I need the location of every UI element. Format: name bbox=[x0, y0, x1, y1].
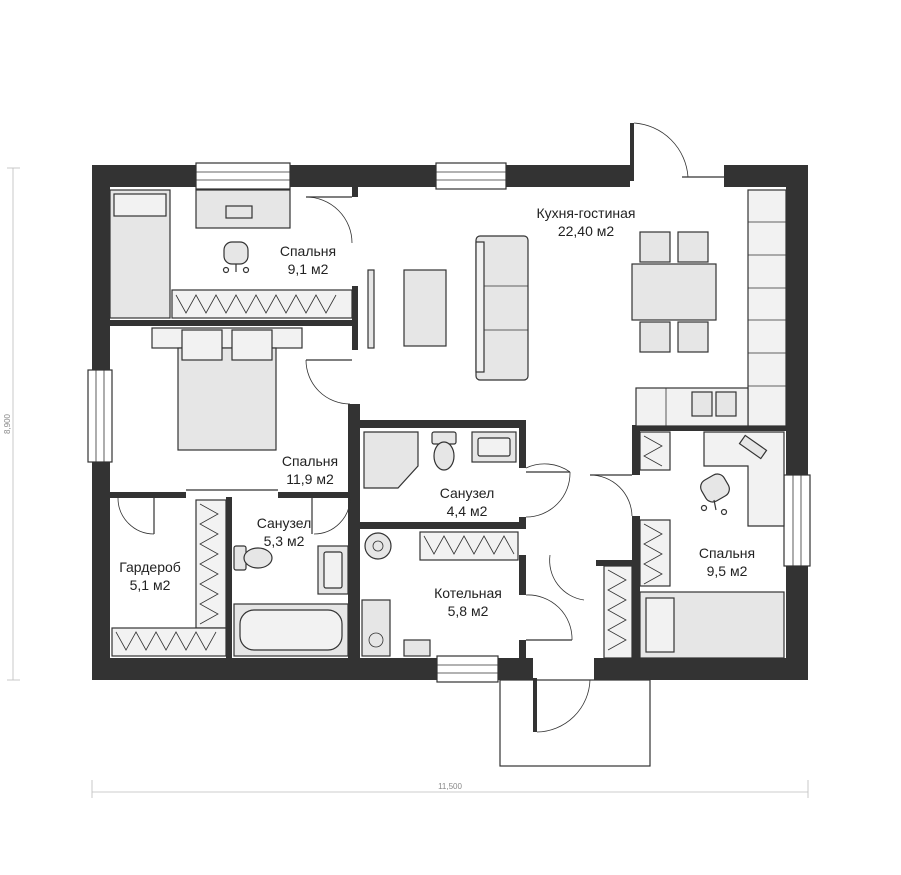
height-dimension-label: 8,900 bbox=[3, 413, 12, 434]
living-furniture bbox=[367, 189, 787, 427]
label-bedroom-master-area: 11,9 м2 bbox=[286, 471, 334, 487]
label-bedroom-right-area: 9,5 м2 bbox=[707, 563, 748, 579]
wardrobe-furniture bbox=[111, 499, 227, 657]
desk-chair bbox=[222, 241, 250, 274]
boiler-tank bbox=[364, 532, 392, 560]
bathroom-left-furniture bbox=[233, 545, 349, 657]
label-bedroom-right-name: Спальня bbox=[699, 545, 755, 561]
window-top-left bbox=[195, 162, 291, 190]
label-bathroom-left-name: Санузел bbox=[257, 515, 312, 531]
toilet-left bbox=[233, 545, 273, 571]
window-right bbox=[783, 474, 811, 567]
shelf-top bbox=[639, 431, 671, 471]
corner-desk bbox=[703, 431, 785, 527]
label-boiler-area: 5,8 м2 bbox=[448, 603, 489, 619]
label-wardrobe-name: Гардероб bbox=[119, 559, 181, 575]
label-wardrobe-area: 5,1 м2 bbox=[130, 577, 171, 593]
label-bedroom-master-name: Спальня bbox=[282, 453, 338, 469]
sink-right bbox=[715, 391, 737, 417]
pillow-right bbox=[645, 597, 675, 653]
washbasin-center bbox=[471, 431, 517, 463]
pillow-right bbox=[231, 329, 273, 361]
boiler-unit bbox=[403, 639, 431, 657]
laptop bbox=[225, 205, 253, 219]
bedroom-master-furniture bbox=[151, 327, 303, 451]
boiler-shelf bbox=[419, 531, 519, 561]
label-bathroom-center-area: 4,4 м2 bbox=[447, 503, 488, 519]
double-bed bbox=[177, 347, 277, 451]
label-bathroom-left-area: 5,3 м2 bbox=[264, 533, 305, 549]
window-bottom bbox=[436, 655, 499, 683]
label-bedroom-top-name: Спальня bbox=[280, 243, 336, 259]
bathroom-center-furniture bbox=[363, 431, 517, 489]
label-bathroom-center-name: Санузел bbox=[440, 485, 495, 501]
porch bbox=[499, 679, 651, 767]
windows bbox=[87, 162, 811, 683]
shelf-bottom bbox=[639, 519, 671, 587]
doors bbox=[117, 122, 724, 767]
boiler-rack bbox=[603, 565, 633, 659]
label-living-name: Кухня-гостиная bbox=[536, 205, 635, 221]
bedroom-top-furniture bbox=[109, 189, 353, 319]
entrance-door-leaf bbox=[630, 123, 634, 181]
label-bedroom-top-area: 9,1 м2 bbox=[288, 261, 329, 277]
boiler-furniture bbox=[361, 531, 633, 659]
label-boiler-name: Котельная bbox=[434, 585, 502, 601]
tv-stand bbox=[367, 269, 375, 349]
label-living-area: 22,40 м2 bbox=[558, 223, 615, 239]
coffee-table bbox=[403, 269, 447, 347]
sink-left bbox=[691, 391, 713, 417]
washing-machine bbox=[361, 599, 391, 657]
width-dimension-label: 11,500 bbox=[438, 782, 462, 791]
wardrobe-rack-horizontal bbox=[111, 627, 227, 657]
washbasin-left bbox=[317, 545, 349, 595]
pillow-left bbox=[181, 329, 223, 361]
dining-table bbox=[631, 263, 717, 321]
rear-door-leaf bbox=[533, 678, 537, 732]
pillow bbox=[113, 193, 167, 217]
desk-chair-right bbox=[700, 473, 730, 516]
headboard bbox=[151, 327, 303, 349]
bedroom-right-furniture bbox=[639, 431, 785, 659]
kitchen-counter bbox=[635, 189, 787, 427]
sofa bbox=[475, 235, 529, 381]
window-top-center bbox=[435, 162, 507, 190]
dining-set bbox=[631, 231, 717, 353]
walls bbox=[92, 165, 808, 680]
room-labels: Кухня-гостиная 22,40 м2 Спальня 9,1 м2 С… bbox=[119, 205, 755, 619]
window-left bbox=[87, 369, 113, 463]
dimension-lines: 11,500 8,900 bbox=[3, 167, 809, 798]
shower bbox=[363, 431, 419, 489]
toilet-center bbox=[431, 431, 457, 471]
keyboard bbox=[738, 434, 768, 460]
bathtub bbox=[233, 603, 349, 657]
wardrobe-closet bbox=[171, 289, 353, 319]
